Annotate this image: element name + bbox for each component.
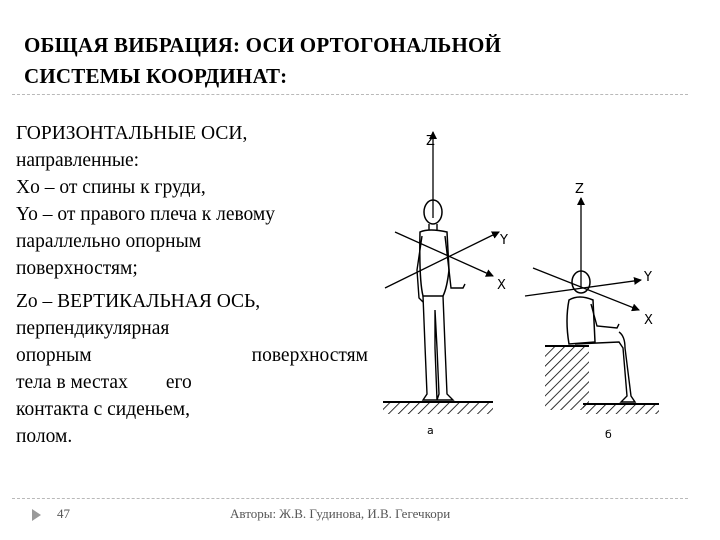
slide-body: ГОРИЗОНТАЛЬНЫЕ ОСИ, направленные: Xo – о…	[16, 120, 368, 450]
paragraph-y-axis: Yo – от правого плеча к левому параллель…	[16, 201, 368, 282]
text-line: полом.	[16, 426, 73, 447]
standing-figure: Z Y X а	[383, 131, 508, 437]
text-word: опорным	[16, 345, 92, 366]
text-line: Zo – ВЕРТИКАЛЬНАЯ ОСЬ,	[16, 291, 261, 312]
text-line: Xo – от спины к груди,	[16, 177, 206, 198]
justified-text-line: опорным поверхностям	[16, 342, 368, 369]
axes-figure: Z Y X а Z Y X б	[365, 120, 710, 450]
footer-authors: Авторы: Ж.В. Гудинова, И.В. Гегечкори	[230, 506, 451, 521]
x-label-seated: X	[644, 313, 653, 328]
title-divider	[12, 94, 688, 95]
seat-hatch	[545, 346, 589, 410]
seated-figure: Z Y X б	[524, 182, 659, 441]
triangle-bullet-icon	[32, 509, 41, 521]
text-line-indented: тела в местах его	[16, 369, 368, 396]
caption-seated: б	[605, 428, 612, 441]
text-line: параллельно опорным	[16, 231, 202, 252]
text-word: поверхностям	[251, 345, 368, 366]
text-word: тела в местах	[16, 372, 128, 393]
title-line-1: ОБЩАЯ ВИБРАЦИЯ: ОСИ ОРТОГОНАЛЬНОЙ	[24, 33, 502, 57]
y-axis-standing	[384, 231, 500, 289]
text-line: Yo – от правого плеча к левому	[16, 204, 276, 225]
slide-title: ОБЩАЯ ВИБРАЦИЯ: ОСИ ОРТОГОНАЛЬНОЙ СИСТЕМ…	[24, 30, 684, 92]
z-label-seated: Z	[575, 182, 584, 197]
text-line: поверхностям;	[16, 258, 138, 279]
text-line: контакта с сиденьем,	[16, 399, 190, 420]
paragraph-x-axis: Xo – от спины к груди,	[16, 174, 368, 201]
footer-divider	[12, 498, 688, 499]
x-label-standing: X	[497, 278, 506, 293]
x-axis-seated	[532, 267, 640, 312]
text-line: перпендикулярная	[16, 318, 170, 339]
z-label-standing: Z	[426, 134, 435, 149]
title-line-2: СИСТЕМЫ КООРДИНАТ:	[24, 64, 288, 88]
floor-hatch	[583, 404, 659, 414]
caption-standing: а	[427, 424, 434, 437]
text-word: его	[165, 372, 192, 393]
axes-illustration: Z Y X а Z Y X б	[383, 131, 659, 441]
y-label-standing: Y	[499, 233, 508, 248]
y-label-seated: Y	[643, 270, 652, 285]
text-line: направленные:	[16, 150, 140, 171]
x-axis-standing	[394, 231, 494, 277]
paragraph-horizontal-axes: ГОРИЗОНТАЛЬНЫЕ ОСИ, направленные:	[16, 120, 368, 174]
text-line: ГОРИЗОНТАЛЬНЫЕ ОСИ,	[16, 123, 248, 144]
paragraph-z-axis: Zo – ВЕРТИКАЛЬНАЯ ОСЬ, перпендикулярная …	[16, 288, 368, 450]
page-number: 47	[57, 506, 70, 521]
floor-hatch	[383, 402, 493, 414]
